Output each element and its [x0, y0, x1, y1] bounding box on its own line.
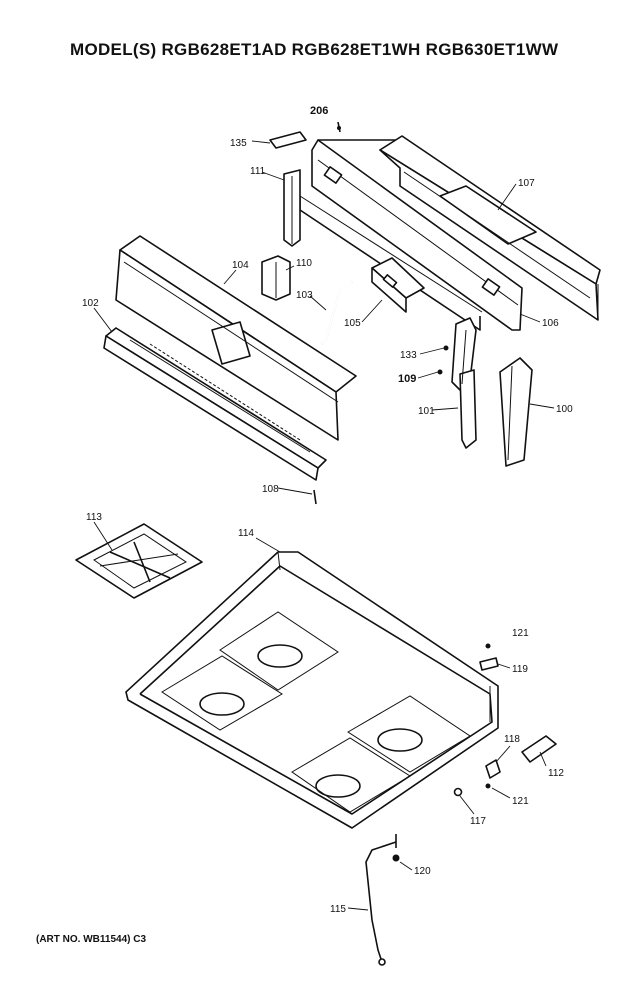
callout-206: 206 — [310, 105, 328, 117]
callout-109: 109 — [398, 373, 416, 385]
callout-114: 114 — [238, 528, 254, 539]
callout-133: 133 — [400, 350, 417, 361]
callout-120: 120 — [414, 866, 431, 877]
screw-121-top — [485, 643, 491, 649]
callout-110: 110 — [296, 258, 312, 269]
screw-206 — [337, 121, 341, 133]
screw-109 — [437, 369, 443, 375]
callout-101: 101 — [418, 406, 435, 417]
callout-106: 106 — [542, 318, 559, 329]
bracket-135 — [269, 131, 307, 149]
burner-grate-113 — [75, 523, 203, 599]
top-trim-107 — [379, 135, 601, 321]
switch-110 — [261, 255, 291, 301]
callout-112: 112 — [548, 768, 564, 779]
support-rod-115 — [365, 841, 397, 966]
clip-120 — [392, 834, 400, 862]
clock-105 — [371, 257, 425, 313]
callout-104: 104 — [232, 260, 249, 271]
callout-119: 119 — [512, 664, 528, 675]
callout-115: 115 — [330, 904, 346, 915]
hinge-119 — [479, 657, 499, 671]
lower-trim-102 — [103, 327, 327, 481]
callout-111: 111 — [250, 166, 266, 177]
callout-113: 113 — [86, 512, 102, 523]
screw-133 — [443, 345, 449, 351]
callout-102: 102 — [82, 298, 99, 309]
callout-117: 117 — [470, 816, 486, 827]
side-bracket-100 — [499, 357, 533, 467]
callout-118: 118 — [504, 734, 520, 745]
callout-100: 100 — [556, 404, 573, 415]
leader-lines — [93, 140, 555, 911]
manifold-panel-104 — [115, 235, 357, 441]
diagram-title: MODEL(S) RGB628ET1AD RGB628ET1WH RGB630E… — [70, 40, 559, 59]
plug-117 — [453, 787, 463, 797]
callout-121-bottom: 121 — [512, 796, 529, 807]
callout-108: 108 — [262, 484, 279, 495]
bracket-118 — [485, 759, 501, 779]
screw-121-bottom — [485, 783, 491, 789]
art-number: (ART NO. WB11544) C3 — [36, 934, 147, 945]
callout-121-top: 121 — [512, 628, 529, 639]
end-cap-111 — [283, 169, 301, 247]
cooktop-114 — [125, 551, 499, 829]
callout-105: 105 — [344, 318, 361, 329]
screw-108 — [313, 489, 317, 505]
tube-103 — [321, 281, 353, 345]
bracket-101 — [451, 317, 477, 449]
callout-labels: 206 135 111 107 104 110 102 103 105 106 … — [82, 105, 573, 915]
latch-112 — [521, 735, 557, 763]
callout-135: 135 — [230, 138, 247, 149]
callout-107: 107 — [518, 178, 535, 189]
callout-103: 103 — [296, 290, 313, 301]
